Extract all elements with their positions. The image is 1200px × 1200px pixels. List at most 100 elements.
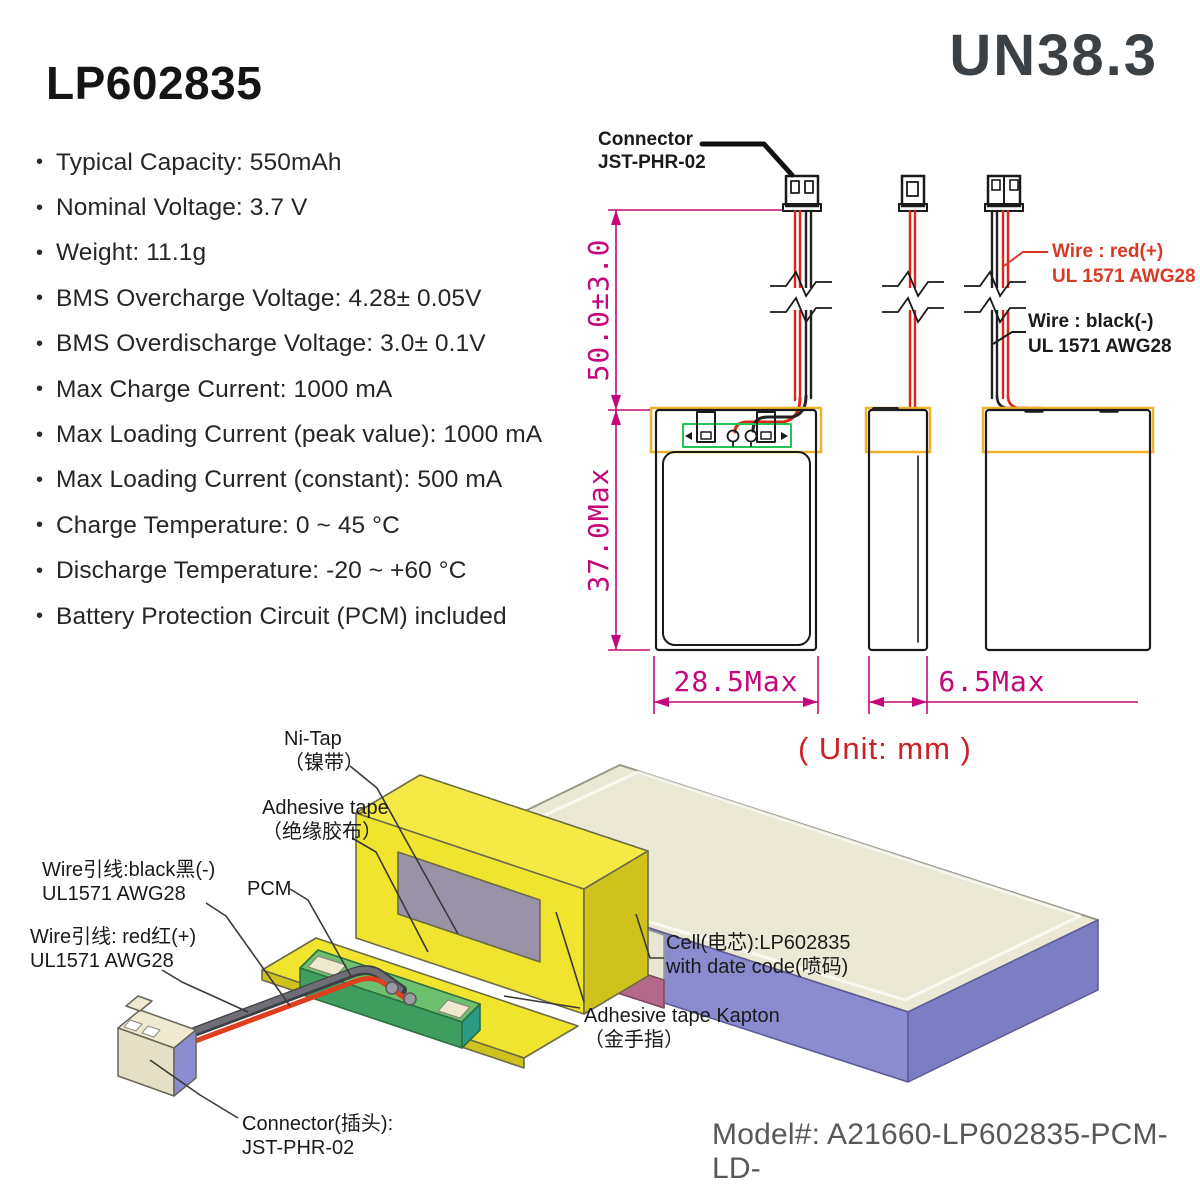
wire-red-line1: Wire : red(+): [1052, 241, 1164, 262]
wire-break-marks: [768, 270, 1030, 324]
connector-callout-leader: [699, 141, 795, 178]
page-title: LP602835: [46, 57, 263, 109]
connector-exploded-line1: Connector(插头):: [242, 1113, 394, 1135]
connector-callout-label: Connector JST-PHR-02: [598, 128, 706, 174]
bullet-icon: •: [36, 196, 44, 219]
bullet-icon: •: [36, 287, 44, 310]
spec-item: • Typical Capacity: 550mAh: [36, 140, 576, 185]
bullet-icon: •: [36, 423, 44, 446]
spec-text: Nominal Voltage: 3.7 V: [56, 194, 308, 222]
wire-black-exploded-label: Wire引线:black黑(-) UL1571 AWG28: [42, 858, 215, 906]
front-nickel-tabs: [696, 411, 776, 443]
spec-item: • Charge Temperature: 0 ~ 45 °C: [36, 503, 576, 548]
spec-item: • Max Loading Current (constant): 500 mA: [36, 458, 576, 503]
connector-exploded-label: Connector(插头): JST-PHR-02: [242, 1112, 393, 1160]
dimension-lines: [608, 209, 1138, 714]
connector-exploded-line2: JST-PHR-02: [242, 1137, 355, 1159]
wire-red-exploded-line1: Wire引线: red红(+): [30, 926, 197, 948]
spec-list: • Typical Capacity: 550mAh • Nominal Volta…: [36, 140, 576, 639]
front-cell-outline: [662, 451, 811, 646]
wire-red-exploded-label: Wire引线: red红(+) UL1571 AWG28: [30, 925, 196, 973]
model-number: Model#: A21660-LP602835-PCM-LD-: [712, 1118, 1168, 1185]
wire-black-exploded-line2: UL1571 AWG28: [42, 883, 186, 905]
spec-text: Max Loading Current (constant): 500 mA: [56, 466, 503, 494]
wire-black-leader: [992, 331, 1026, 345]
side-view: [864, 174, 932, 652]
bullet-icon: •: [36, 151, 44, 174]
spec-item: • Discharge Temperature: -20 ~ +60 °C: [36, 549, 576, 594]
bullet-icon: •: [36, 605, 44, 628]
side-top-seal-strip: [864, 406, 932, 454]
front-view: [649, 174, 823, 652]
wire-black-callout-label: Wire : black(-) UL 1571 AWG28: [1028, 309, 1172, 359]
spec-item: • BMS Overcharge Voltage: 4.28± 0.05V: [36, 276, 576, 321]
front-body-outline: [654, 408, 818, 652]
connector-callout-line2: JST-PHR-02: [598, 152, 706, 173]
wire-red-callout-label: Wire : red(+) UL 1571 AWG28: [1052, 239, 1196, 289]
spec-item: • Weight: 11.1g: [36, 231, 576, 276]
bullet-icon: •: [36, 514, 44, 537]
ni-tap-line2: （镍带）: [284, 752, 364, 774]
adhesive-tape-line2: （绝缘胶布）: [262, 821, 382, 843]
exploded-leaders: [149, 765, 664, 1119]
bullet-icon: •: [36, 332, 44, 355]
back-view: [981, 174, 1155, 652]
spec-item: • BMS Overdischarge Voltage: 3.0± 0.1V: [36, 322, 576, 367]
unit-note: ( Unit: mm ): [798, 731, 972, 766]
spec-text: Weight: 11.1g: [56, 239, 207, 267]
connector-callout-line1: Connector: [598, 129, 693, 150]
connector-back-icon: [984, 174, 1024, 212]
wire-black-line2: UL 1571 AWG28: [1028, 336, 1172, 357]
back-top-seal-strip: [981, 406, 1155, 454]
front-wires: [733, 209, 813, 434]
front-pcm-components: [726, 429, 758, 447]
dimension-arrows: [611, 210, 927, 707]
spec-text: Max Loading Current (peak value): 1000 m…: [56, 421, 543, 449]
exploded-view: [117, 764, 1099, 1119]
adhesive-tape-line1: Adhesive tape: [262, 797, 389, 819]
spec-item: • Battery Protection Circuit (PCM) includ…: [36, 594, 576, 639]
bullet-icon: •: [36, 241, 44, 264]
kapton-label: Adhesive tape Kapton （金手指）: [584, 1004, 780, 1052]
dimension-labels: 50.0±3.0 37.0Max 28.5Max 6.5Max: [582, 239, 1045, 698]
bullet-icon: •: [36, 468, 44, 491]
spec-item: • Max Loading Current (peak value): 1000 …: [36, 412, 576, 457]
kapton-line1: Adhesive tape Kapton: [584, 1005, 780, 1027]
bullet-icon: •: [36, 559, 44, 582]
front-polarity-marks: [685, 432, 788, 440]
cell-end-face: [907, 919, 1099, 1083]
ni-tap-line1: Ni-Tap: [284, 728, 342, 750]
connector-side-icon: [898, 174, 928, 212]
spec-text: BMS Overcharge Voltage: 4.28± 0.05V: [56, 284, 482, 312]
front-pcm-board: [682, 423, 792, 448]
certification-badge: UN38.3: [949, 23, 1158, 88]
dim-body-width: 28.5Max: [673, 665, 798, 698]
spec-item: • Nominal Voltage: 3.7 V: [36, 185, 576, 230]
spec-text: Battery Protection Circuit (PCM) include…: [56, 602, 507, 630]
wire-red-exploded-line2: UL1571 AWG28: [30, 950, 174, 972]
spec-text: BMS Overdischarge Voltage: 3.0± 0.1V: [56, 330, 486, 358]
back-body-outline: [984, 408, 1152, 652]
dim-lead-length: 50.0±3.0: [582, 239, 615, 382]
kapton-line2: （金手指）: [584, 1029, 684, 1051]
spec-text: Typical Capacity: 550mAh: [56, 148, 342, 176]
spec-item: •Max Charge Current: 1000 mA: [36, 367, 576, 412]
wire-red-line2: UL 1571 AWG28: [1052, 266, 1196, 287]
connector-exploded-icon: [117, 995, 197, 1097]
wire-red-leader: [1003, 251, 1048, 267]
pcm-line1: PCM: [247, 878, 292, 900]
exploded-wires: [173, 965, 417, 1049]
cell-line2: with date code(喷码): [666, 956, 849, 978]
spec-text: Charge Temperature: 0 ~ 45 °C: [56, 511, 400, 539]
dim-body-height: 37.0Max: [582, 467, 615, 592]
dim-body-thickness: 6.5Max: [938, 665, 1045, 698]
cell-label: Cell(电芯):LP602835 with date code(喷码): [666, 931, 851, 979]
bullet-icon: •: [36, 378, 44, 401]
wire-black-line1: Wire : black(-): [1028, 311, 1154, 332]
pcm-label: PCM: [247, 877, 291, 901]
adhesive-tape-label: Adhesive tape （绝缘胶布）: [262, 796, 389, 844]
connector-front-icon: [782, 174, 822, 212]
spec-text: Discharge Temperature: -20 ~ +60 °C: [56, 557, 467, 585]
